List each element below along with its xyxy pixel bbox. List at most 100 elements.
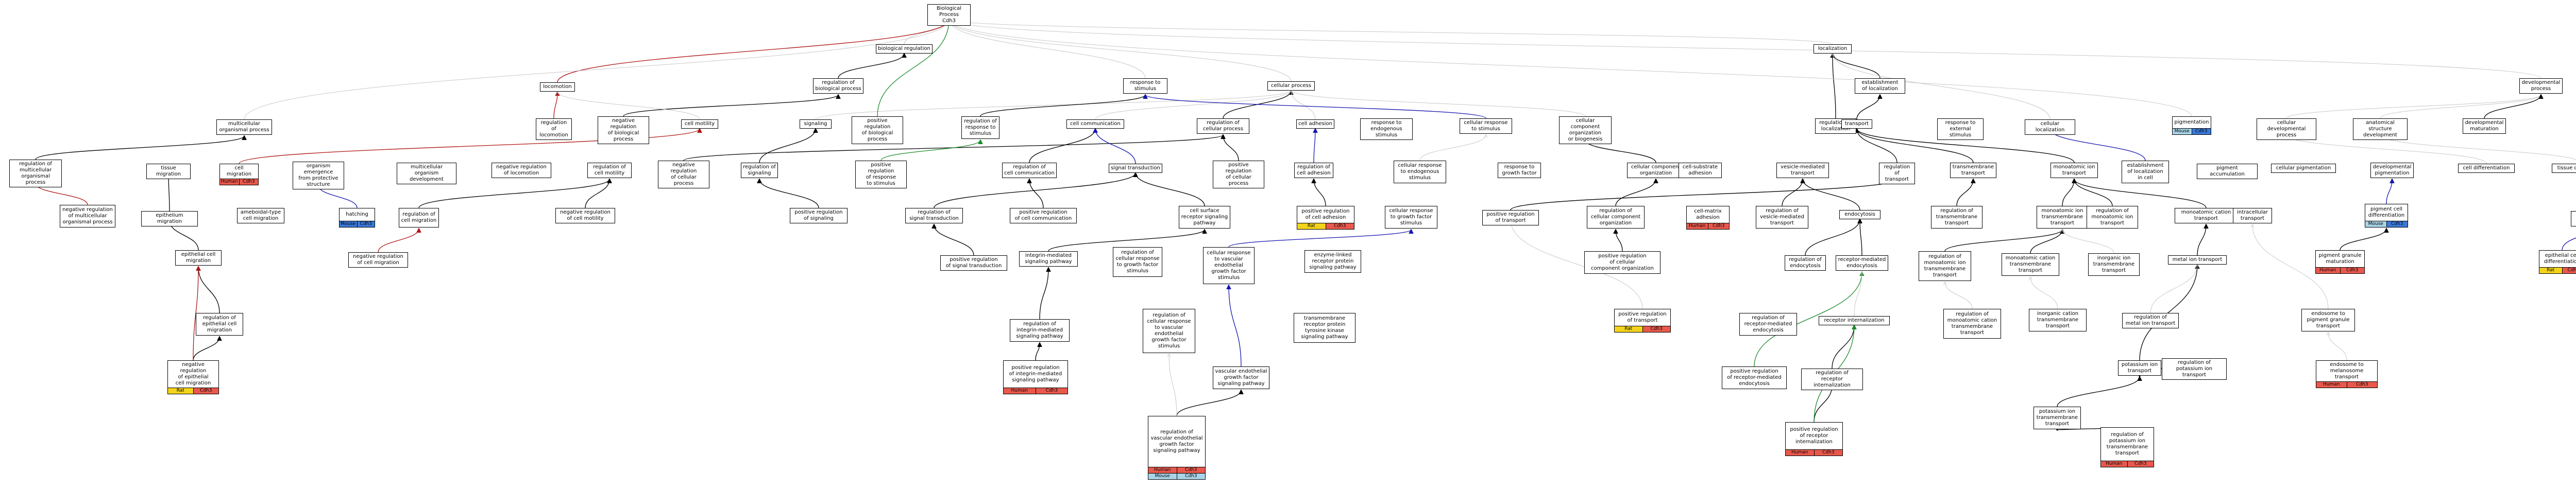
go-term-devmat[interactable]: developmental maturation <box>2463 118 2506 134</box>
go-term-regmulti[interactable]: regulation of multicellular organismal p… <box>9 160 62 187</box>
go-term-regvesicle[interactable]: regulation of vesicle-mediated transport <box>1756 206 1808 229</box>
go-term-multiorg[interactable]: multicellular organismal process <box>216 119 272 135</box>
go-term-vegfpath[interactable]: vascular endothelial growth factor signa… <box>1213 366 1269 389</box>
go-term-inorganiccation[interactable]: inorganic cation transmembrane transport <box>2029 309 2087 331</box>
go-term-epicelldiff[interactable]: epithelial cell differentiationRatCdh3 <box>2539 250 2576 274</box>
go-term-monoiontransmem[interactable]: monoatomic ion transmembrane transport <box>2037 206 2088 229</box>
go-term-regbiol[interactable]: regulation of biological process <box>813 78 863 94</box>
go-term-respstim[interactable]: response to stimulus <box>1123 78 1167 94</box>
go-term-cellrespvegf[interactable]: cellular response to vascular endothelia… <box>1203 247 1255 284</box>
go-term-regcelladh[interactable]: regulation of cell adhesion <box>1294 163 1333 178</box>
go-term-negregbiol[interactable]: negative regulation of biological proces… <box>598 116 649 144</box>
go-term-epidev[interactable]: epithelium development <box>2571 211 2576 226</box>
go-term-regmonoiontransmem[interactable]: regulation of monoatomic ion transmembra… <box>1919 251 1971 281</box>
go-term-regcellrespvegfpath[interactable]: regulation of vascular endothelial growt… <box>1148 416 1206 480</box>
go-term-cellloc[interactable]: cellular localization <box>2025 119 2075 135</box>
go-term-regepicellmig[interactable]: regulation of epithelial cell migration <box>196 313 243 336</box>
go-term-biolreg[interactable]: biological regulation <box>876 44 933 54</box>
go-term-posregcellcomm[interactable]: positive regulation of cell communicatio… <box>1010 208 1077 223</box>
go-term-transmemrec[interactable]: transmembrane receptor protein tyrosine … <box>1294 313 1355 343</box>
go-term-celldiff[interactable]: cell differentiation <box>2458 164 2515 173</box>
go-term-regsignaling[interactable]: regulation of signaling <box>741 163 778 178</box>
go-term-regcellmot[interactable]: regulation of cell motility <box>587 163 632 178</box>
go-term-negregmulti[interactable]: negative regulation of multicellular org… <box>60 205 115 227</box>
go-term-monocation[interactable]: monoatomic cation transport <box>2175 208 2238 223</box>
go-term-cellpigment[interactable]: cellular pigmentation <box>2271 164 2336 173</box>
go-term-regsigtrans[interactable]: regulation of signal transduction <box>905 208 963 223</box>
go-term-regcellproc[interactable]: regulation of cellular process <box>1197 118 1249 134</box>
go-term-negregcellproc[interactable]: negative regulation of cellular process <box>658 161 709 188</box>
go-term-posregbiol[interactable]: positive regulation of biological proces… <box>852 116 903 144</box>
go-term-locomotion[interactable]: locomotion <box>540 82 575 92</box>
go-term-regcellrespvegf[interactable]: regulation of cellular response to vascu… <box>1143 309 1195 353</box>
go-term-cellrespendo[interactable]: cellular response to endogenous stimulus <box>1394 161 1446 183</box>
go-term-integrin[interactable]: integrin-mediated signaling pathway <box>1019 251 1078 267</box>
go-term-potassiumtransmem[interactable]: potassium ion transmembrane transport <box>2033 407 2081 429</box>
go-term-tissuemig[interactable]: tissue migration <box>146 164 191 179</box>
go-term-cellproc[interactable]: cellular process <box>1267 81 1315 91</box>
go-term-cellsubadh[interactable]: cell-substrate adhesion <box>1679 163 1722 178</box>
go-term-pigmentacc[interactable]: pigment accumulation <box>2197 164 2258 179</box>
go-term-multidev[interactable]: multicellular organism development <box>397 163 456 184</box>
go-term-metaliontrans[interactable]: metal ion transport <box>2168 255 2227 265</box>
go-term-negregcellmot[interactable]: negative regulation of cell motility <box>555 208 615 223</box>
go-term-transmemtrans[interactable]: transmembrane transport <box>1950 163 1996 178</box>
go-term-posregreceptorintern[interactable]: positive regulation of receptor internal… <box>1785 422 1843 456</box>
go-term-localization[interactable]: localization <box>1814 44 1852 54</box>
go-term-regendo[interactable]: regulation of endocytosis <box>1785 255 1826 271</box>
go-term-potassiumtrans[interactable]: potassium ion transport <box>2118 360 2161 376</box>
go-term-posregcellproc[interactable]: positive regulation of cellular process <box>1213 161 1264 188</box>
go-term-orgemerg[interactable]: organism emergence from protective struc… <box>293 162 344 189</box>
go-term-regmonocation[interactable]: regulation of monoatomic cation transmem… <box>1943 309 2001 339</box>
go-term-regpotassiumtransmem[interactable]: regulation of potassium ion transmembran… <box>2100 427 2154 467</box>
go-term-cellmotility[interactable]: cell motility <box>681 119 718 129</box>
go-term-estloc[interactable]: establishment of localization <box>1855 78 1905 94</box>
go-term-monoiontrans[interactable]: monoatomic ion transport <box>2050 163 2098 178</box>
go-term-intracell[interactable]: intracellular transport <box>2233 208 2272 223</box>
go-term-posregsigtrans[interactable]: positive regulation of signal transducti… <box>940 255 1007 271</box>
go-term-regcellcomporg[interactable]: regulation of cellular component organiz… <box>1587 206 1645 229</box>
go-term-regrespstim[interactable]: regulation of response to stimulus <box>961 116 999 139</box>
go-term-transport[interactable]: transport <box>1841 119 1872 129</box>
go-term-respext[interactable]: response to external stimulus <box>1937 118 1984 140</box>
go-term-celladh[interactable]: cell adhesion <box>1296 119 1334 129</box>
go-term-inorganiciontransmem[interactable]: inorganic ion transmembrane transport <box>2088 253 2140 276</box>
go-term-vesicletrans[interactable]: vesicle-mediated transport <box>1776 163 1829 178</box>
go-term-cellcomm[interactable]: cell communication <box>1066 119 1124 129</box>
go-term-posregresp[interactable]: positive regulation of response to stimu… <box>855 161 907 188</box>
go-term-anatdev[interactable]: anatomical structure development <box>2353 118 2408 140</box>
go-term-epimig[interactable]: epithelium migration <box>141 211 198 226</box>
go-term-regcellcomm[interactable]: regulation of cell communication <box>1002 163 1057 178</box>
go-term-regpotassium[interactable]: regulation of potassium ion transport <box>2162 358 2227 380</box>
go-term-regloco[interactable]: regulation of locomotion <box>536 118 572 140</box>
go-term-endocytosis[interactable]: endocytosis <box>1839 210 1880 219</box>
go-term-enzymerec[interactable]: enzyme-linked receptor protein signaling… <box>1304 250 1361 273</box>
go-term-receptorintern[interactable]: receptor internalization <box>1819 316 1890 325</box>
go-term-estlocincell[interactable]: establishment of localization in cell <box>2122 161 2169 183</box>
go-term-cellsurfrec[interactable]: cell surface receptor signaling pathway <box>1179 206 1230 229</box>
go-term-negregepicellmig[interactable]: negative regulation of epithelial cell m… <box>167 360 219 394</box>
go-term-regintegrin[interactable]: regulation of integrin-mediated signalin… <box>1010 319 1070 342</box>
go-term-cellresp[interactable]: cellular response to stimulus <box>1460 118 1512 134</box>
go-term-posregcellcomporg[interactable]: positive regulation of cellular componen… <box>1584 251 1660 274</box>
go-term-regmonoion[interactable]: regulation of monoatomic ion transport <box>2087 206 2138 229</box>
go-term-regmetalion[interactable]: regulation of metal ion transport <box>2122 313 2179 328</box>
go-term-regreceptorendo[interactable]: regulation of receptor-mediated endocyto… <box>1739 313 1797 336</box>
go-term-devproc[interactable]: developmental process <box>2519 78 2563 94</box>
go-term-cellcomporg2[interactable]: cellular component organization <box>1627 163 1685 178</box>
go-term-posregsig[interactable]: positive regulation of signaling <box>790 208 848 223</box>
go-term-tissuedev[interactable]: tissue development <box>2552 164 2576 173</box>
go-term-ameboid[interactable]: ameboidal-type cell migration <box>237 208 284 223</box>
go-term-regcellmig[interactable]: regulation of cell migration <box>399 208 439 227</box>
go-term-posregreceptorendo[interactable]: positive regulation of receptor-mediated… <box>1722 366 1787 389</box>
go-term-regreceptorintern[interactable]: regulation of receptor internalization <box>1801 369 1863 390</box>
go-term-cellrespgf[interactable]: cellular response to growth factor stimu… <box>1385 206 1437 229</box>
